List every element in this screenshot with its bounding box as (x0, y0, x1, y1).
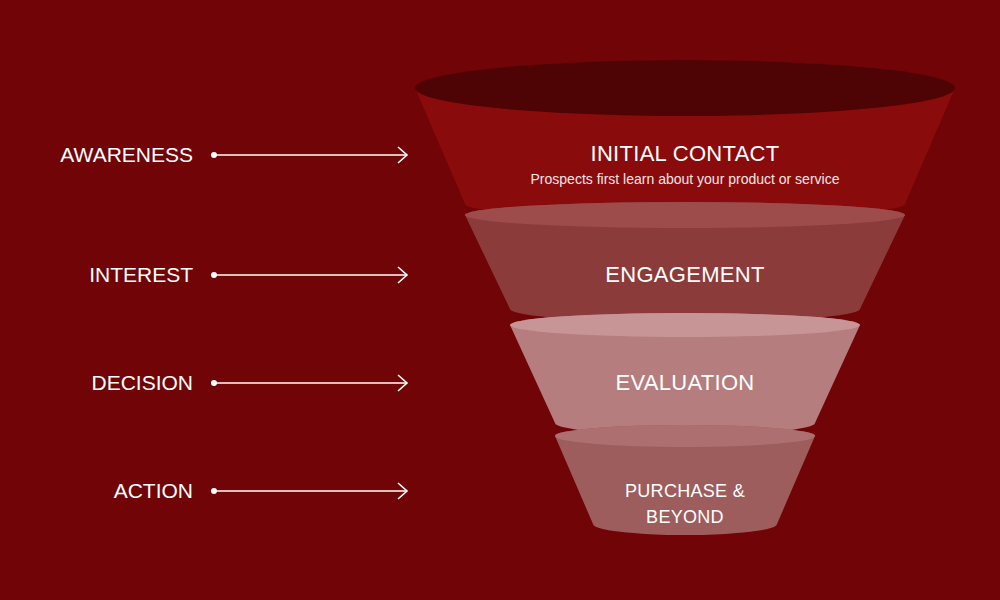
band-shape (415, 60, 955, 218)
stage-title: PURCHASE & BEYOND (601, 478, 769, 530)
band-body (555, 425, 815, 535)
leader-arrow (211, 483, 407, 499)
band-body (510, 313, 860, 435)
stage-label: INTEREST (89, 262, 193, 288)
band-rim (555, 425, 815, 447)
stage-label: ACTION (114, 478, 193, 504)
band-rim (465, 202, 905, 228)
stage-title: INITIAL CONTACT (590, 141, 779, 167)
band-body (415, 60, 955, 218)
stage-title: EVALUATION (615, 370, 754, 396)
funnel-band: PURCHASE & BEYOND (555, 425, 815, 535)
stage-label: DECISION (91, 370, 193, 396)
leader-arrow (211, 267, 407, 283)
band-rim (415, 60, 955, 116)
funnel-band: INITIAL CONTACT Prospects first learn abo… (415, 60, 955, 218)
stage-description: Prospects first learn about your product… (531, 170, 840, 188)
band-body (465, 202, 905, 322)
funnel-band: ENGAGEMENT (465, 202, 905, 322)
leader-arrow (211, 375, 407, 391)
band-rim (510, 313, 860, 337)
stage-label: AWARENESS (60, 142, 193, 168)
leader-arrow (211, 147, 407, 163)
stage-title: ENGAGEMENT (605, 262, 764, 288)
funnel-band: EVALUATION (510, 313, 860, 435)
